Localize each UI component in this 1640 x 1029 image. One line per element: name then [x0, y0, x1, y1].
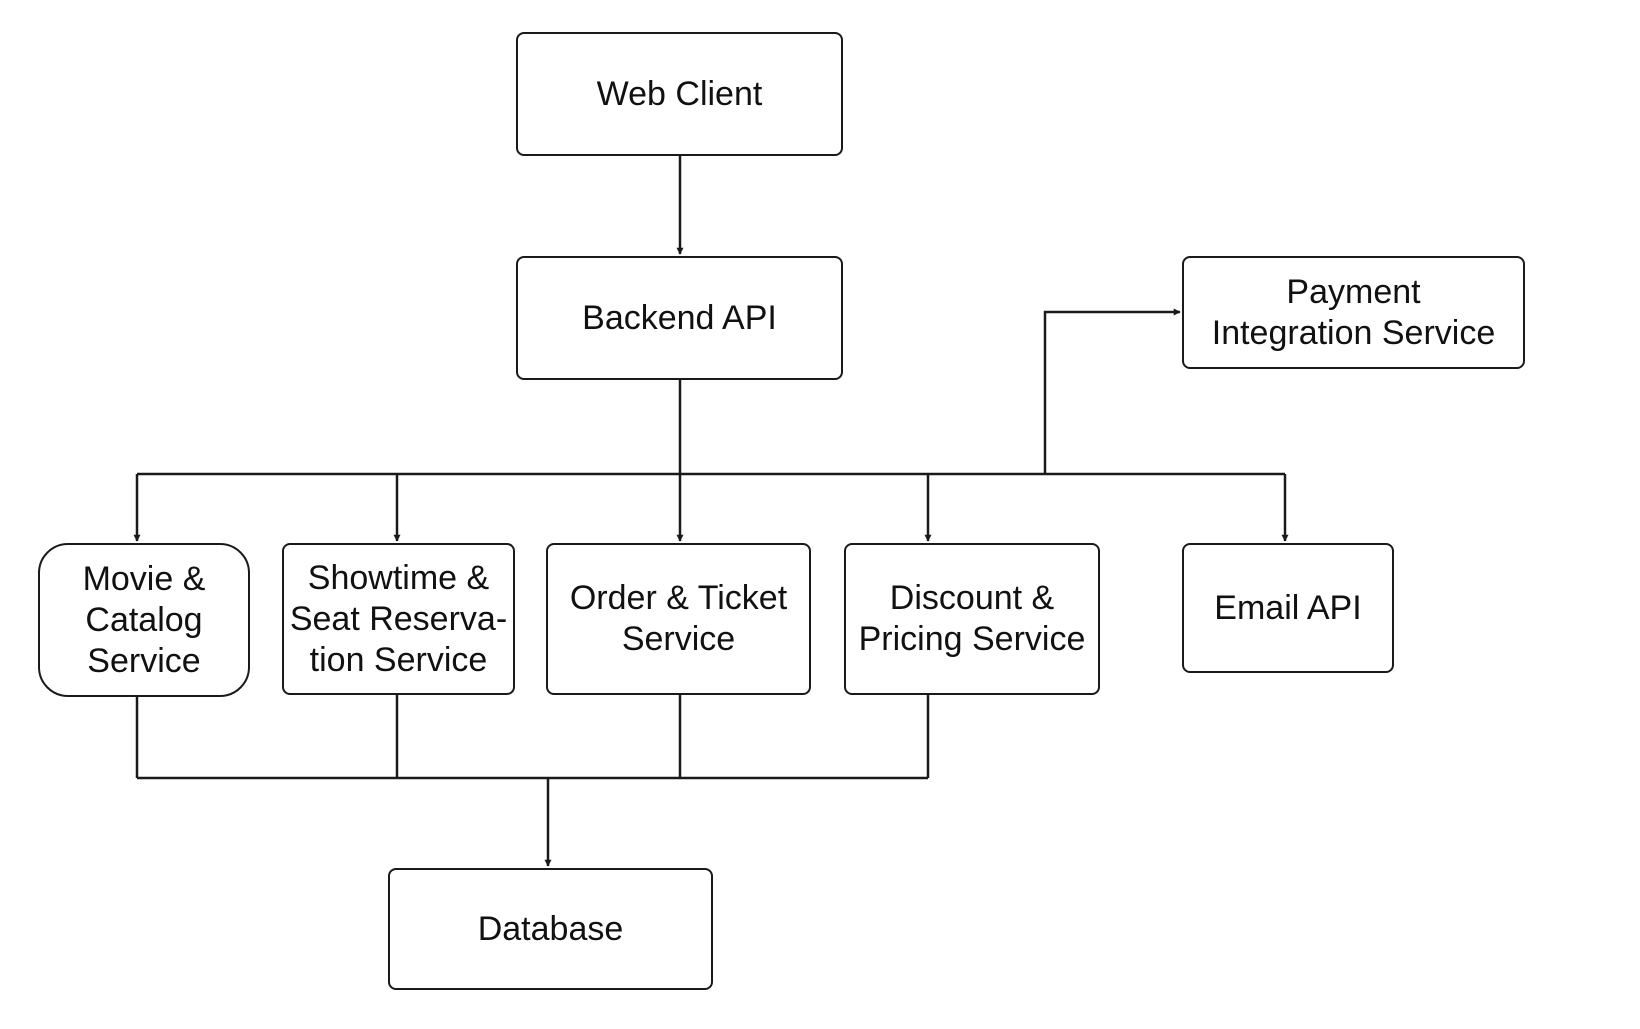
node-email-api: Email API	[1182, 543, 1394, 673]
node-database: Database	[388, 868, 713, 990]
node-backend-api: Backend API	[516, 256, 843, 380]
node-order-ticket-service: Order & Ticket Service	[546, 543, 811, 695]
node-discount-pricing-service: Discount & Pricing Service	[844, 543, 1100, 695]
node-web-client: Web Client	[516, 32, 843, 156]
node-payment-integration-service: Payment Integration Service	[1182, 256, 1525, 369]
node-showtime-seat-reservation-service: Showtime & Seat Reserva- tion Service	[282, 543, 515, 695]
node-movie-catalog-service: Movie & Catalog Service	[38, 543, 250, 697]
edge-bus-payment	[1043, 308, 1181, 474]
